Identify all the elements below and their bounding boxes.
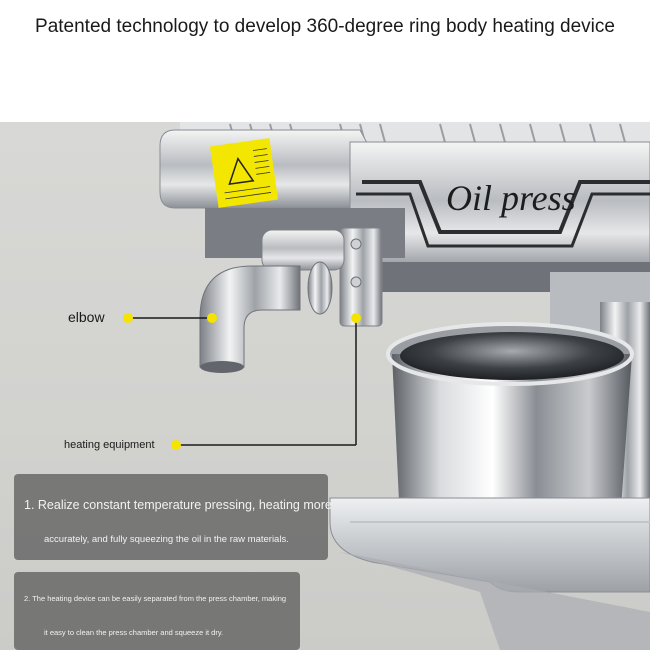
oil-press-illustration: Oil press bbox=[123, 122, 650, 650]
feature-1-line-2: accurately, and fully squeezing the oil … bbox=[44, 534, 289, 545]
product-photo: Oil press bbox=[0, 122, 650, 650]
feature-box-1: 1. Realize constant temperature pressing… bbox=[14, 474, 332, 560]
feature-1-line-1: 1. Realize constant temperature pressing… bbox=[24, 498, 332, 512]
feature-2-line-2: it easy to clean the press chamber and s… bbox=[44, 628, 224, 637]
feature-box-2: 2. The heating device can be easily sepa… bbox=[14, 572, 300, 650]
feature-2-line-1: 2. The heating device can be easily sepa… bbox=[24, 594, 287, 603]
heating-equipment-callout: heating equipment bbox=[64, 439, 155, 451]
elbow-callout: elbow bbox=[68, 309, 105, 325]
page-title: Patented technology to develop 360-degre… bbox=[35, 16, 615, 37]
brand-label: Oil press bbox=[446, 178, 576, 218]
